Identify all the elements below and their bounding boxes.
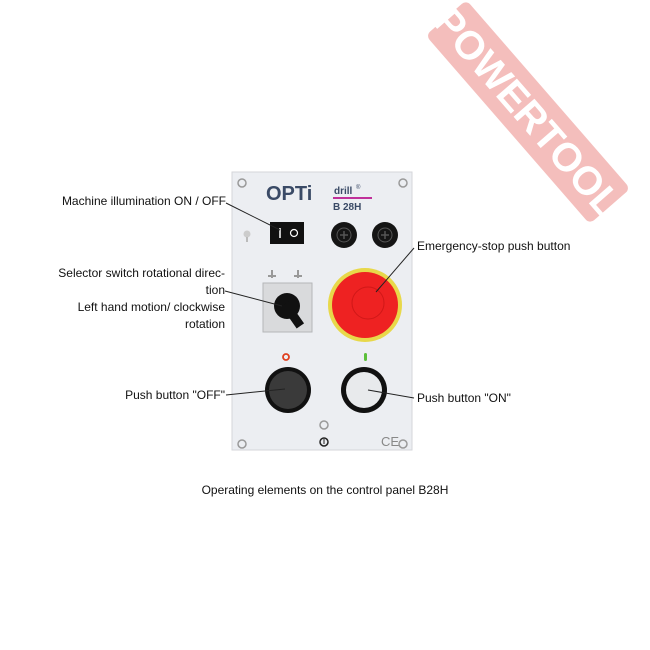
label-line: Selector switch rotational direc- (58, 266, 225, 280)
leader-lines (224, 202, 415, 399)
off-symbol-icon (282, 353, 290, 361)
on-push-button[interactable] (341, 367, 387, 413)
ground-symbol-icon (319, 437, 329, 447)
label-line: rotation (185, 317, 225, 331)
fuse-holder (372, 222, 398, 248)
lamp-icon (243, 230, 251, 242)
label-selector: Selector switch rotational direc- tion L… (58, 266, 225, 331)
svg-text:POWERTOOL: POWERTOOL (425, 0, 630, 226)
watermark: POWERTOOL (425, 0, 630, 226)
ce-mark: CE (381, 434, 399, 449)
illumination-switch[interactable] (270, 222, 304, 244)
label-emergency-stop: Emergency-stop push button (417, 239, 570, 253)
off-push-button[interactable] (265, 367, 311, 413)
label-illumination: Machine illumination ON / OFF (62, 194, 226, 208)
label-line: tion (206, 283, 225, 297)
brand-sub: drill (334, 186, 353, 197)
label-off-button: Push button "OFF" (125, 388, 225, 402)
on-symbol-icon (364, 353, 367, 361)
panel-screws (237, 178, 408, 449)
fuse-holder (331, 222, 357, 248)
brand-logo: OPTi (266, 183, 312, 205)
model-label: B 28H (333, 202, 361, 213)
direction-selector-switch[interactable] (262, 270, 313, 333)
label-line: Left hand motion/ clockwise (78, 300, 226, 314)
emergency-stop-button[interactable] (328, 268, 402, 342)
caption: Operating elements on the control panel … (202, 483, 449, 497)
control-panel: CE OPTi drill ® B 28H (231, 171, 413, 451)
reg-mark: ® (356, 184, 361, 191)
label-on-button: Push button "ON" (417, 391, 511, 405)
